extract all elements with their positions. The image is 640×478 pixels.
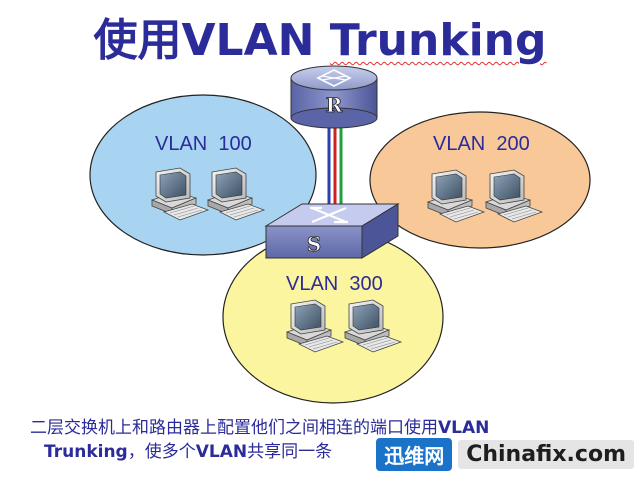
vlan-200-label: VLAN 200	[433, 133, 530, 155]
caption-line-1: 二层交换机上和路由器上配置他们之间相连的端口使用VLAN	[30, 416, 489, 440]
vlan-300-label: VLAN 300	[286, 273, 383, 295]
title-trunking: Trunking	[329, 15, 547, 66]
vlan-100-area	[89, 94, 317, 256]
caption-line-2-bold-1: Trunking	[44, 442, 128, 462]
caption-line-2-bold-2: VLAN	[195, 442, 248, 462]
watermark-site: Chinafix.com	[466, 441, 626, 467]
router-icon: R	[290, 65, 378, 129]
watermark-site-box: Chinafix.com	[458, 439, 634, 469]
watermark-badge: 迅维网	[376, 437, 453, 471]
watermark: 迅维网 Chinafix.com	[376, 436, 634, 472]
caption-line-2-text-2: 共享同一条	[247, 442, 333, 462]
caption-line-1-text: 二层交换机上和路由器上配置他们之间相连的端口使用	[30, 418, 438, 438]
caption-line-2-text-1: ，使多个	[127, 442, 196, 462]
caption-line-2: Trunking，使多个VLAN共享同一条	[44, 440, 332, 464]
router-label: R	[326, 93, 343, 117]
caption-line-1-bold: VLAN	[438, 418, 490, 438]
title-prefix: 使用VLAN	[93, 15, 330, 66]
page-title: 使用VLAN Trunking	[0, 4, 640, 68]
vlan-100-label: VLAN 100	[155, 133, 252, 155]
switch-label: S	[307, 232, 321, 256]
switch-icon: S	[264, 203, 400, 259]
